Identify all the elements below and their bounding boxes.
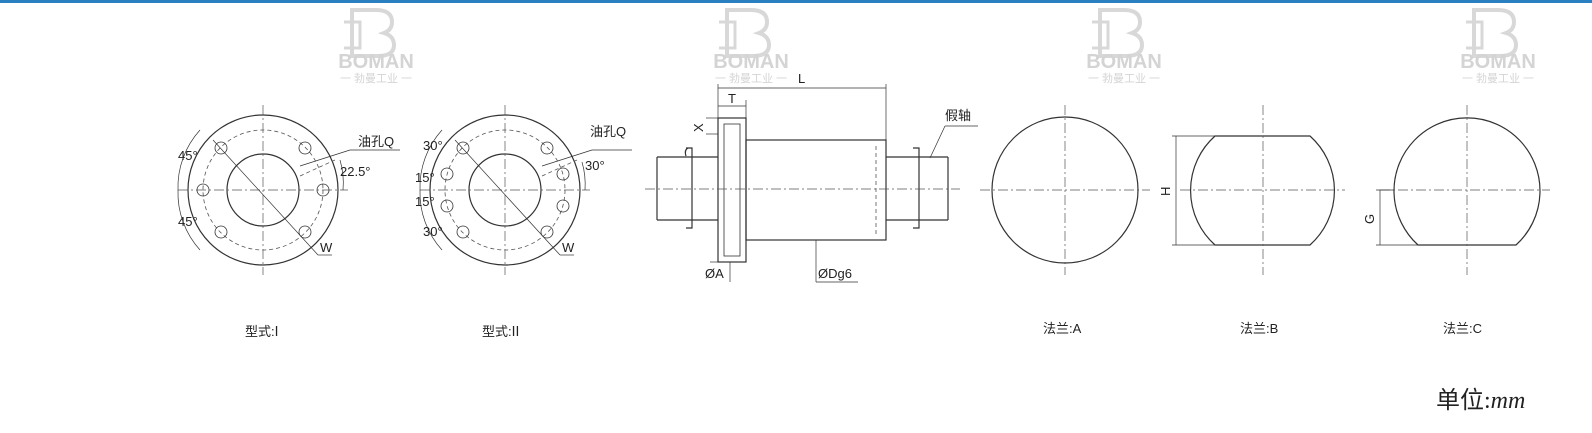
- watermark-subtitle: 一 勃曼工业 一: [715, 72, 787, 85]
- watermark-subtitle: 一 勃曼工业 一: [1462, 72, 1534, 85]
- type-2-angle-30-bottom: 30°: [423, 224, 443, 239]
- flange-c-G-label: G: [1362, 214, 1377, 224]
- flange-b-view: [1172, 105, 1345, 275]
- type-2-angle-15-top: 15°: [415, 170, 435, 185]
- side-view-X-label: X: [691, 123, 706, 132]
- watermark-subtitle: 一 勃曼工业 一: [1088, 72, 1160, 85]
- type-2-oil-hole-label: 油孔Q: [590, 124, 626, 139]
- watermark-4: BOMAN 一 勃曼工业 一: [1460, 8, 1536, 85]
- caption-flange-a: 法兰:A: [1043, 321, 1082, 336]
- watermark-brand: BOMAN: [338, 51, 414, 73]
- type-2-angle-30-right: 30°: [585, 158, 605, 173]
- watermark-brand: BOMAN: [1086, 51, 1162, 73]
- unit-prefix: 单位:: [1436, 388, 1491, 414]
- type-2-w-label: W: [562, 240, 575, 255]
- dia-A-label: ØA: [705, 266, 724, 281]
- caption-flange-c: 法兰:C: [1443, 321, 1482, 336]
- type-1-angle-22-5: 22.5°: [340, 164, 371, 179]
- unit-label: 单位:mm: [1436, 380, 1525, 415]
- side-view: [645, 84, 978, 283]
- type-1-angle-45-bottom: 45°: [178, 214, 198, 229]
- watermark-brand: BOMAN: [713, 51, 789, 73]
- flange-c-view: [1376, 105, 1550, 275]
- side-view-T-label: T: [728, 91, 736, 106]
- unit-value: mm: [1490, 388, 1526, 414]
- dummy-shaft-label: 假轴: [945, 108, 971, 123]
- flange-a-view: [980, 105, 1150, 275]
- type-1-oil-hole-label: 油孔Q: [358, 134, 394, 149]
- watermark-2: BOMAN 一 勃曼工业 一: [713, 8, 789, 85]
- type-2-view: [419, 105, 632, 275]
- type-1-angle-45-top: 45°: [178, 148, 198, 163]
- watermark-1: BOMAN 一 勃曼工业 一: [338, 8, 414, 85]
- side-view-L-label: L: [798, 71, 805, 86]
- watermark-brand: BOMAN: [1460, 51, 1536, 73]
- type-2-angle-15-bottom: 15°: [415, 194, 435, 209]
- dia-Dg6-label: ØDg6: [818, 266, 852, 281]
- watermark-subtitle: 一 勃曼工业 一: [340, 72, 412, 85]
- flange-b-H-label: H: [1158, 187, 1173, 196]
- top-accent-rule: [0, 0, 1592, 3]
- watermark-3: BOMAN 一 勃曼工业 一: [1086, 8, 1162, 85]
- caption-flange-b: 法兰:B: [1240, 321, 1278, 336]
- caption-type-2: 型式:ⅠⅠ: [482, 324, 519, 339]
- type-1-w-label: W: [320, 240, 333, 255]
- caption-type-1: 型式:Ⅰ: [245, 324, 278, 339]
- type-2-angle-30-top: 30°: [423, 138, 443, 153]
- type-1-view: [177, 105, 400, 275]
